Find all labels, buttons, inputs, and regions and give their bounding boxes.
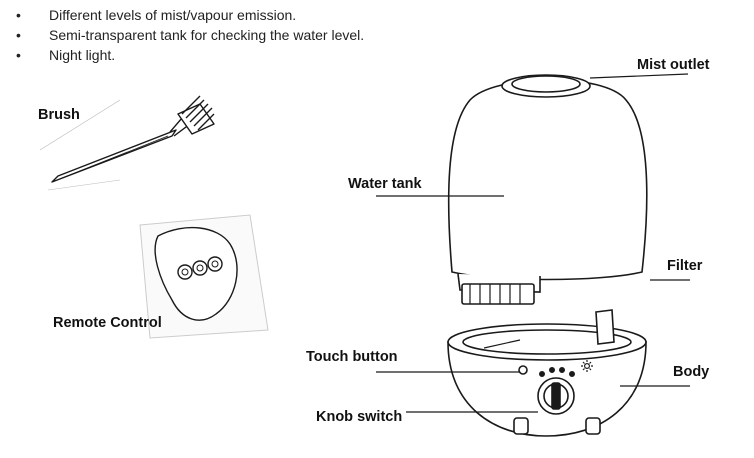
touch-button-graphic xyxy=(518,365,528,375)
knob-grip xyxy=(551,382,561,410)
knob-indicator-dot xyxy=(548,366,555,373)
bullet-dot: • xyxy=(16,7,21,23)
leader-mist-outlet xyxy=(589,73,689,79)
remote-button-left-inner xyxy=(181,268,189,276)
knob-indicator-dot xyxy=(568,370,575,377)
body-inner-channel xyxy=(483,339,521,349)
brush-shadow xyxy=(39,99,121,191)
remote-control-illustration xyxy=(139,214,269,339)
label-filter: Filter xyxy=(667,258,703,274)
feature-list: • Different levels of mist/vapour emissio… xyxy=(16,5,364,65)
sun-icon xyxy=(581,360,593,372)
filter-housing xyxy=(461,283,535,305)
brush-head xyxy=(177,103,215,135)
label-mist-outlet: Mist outlet xyxy=(637,57,710,73)
knob-indicator-dot xyxy=(538,370,545,377)
remote-button-right-inner xyxy=(211,260,219,268)
body-rim-inner xyxy=(462,329,632,355)
brush-grip-line xyxy=(61,135,169,179)
bullet-dot: • xyxy=(16,27,21,43)
label-water-tank: Water tank xyxy=(348,176,422,192)
body-foot-right xyxy=(585,417,601,435)
filter-ribs xyxy=(469,284,521,304)
body-illustration xyxy=(447,309,647,437)
water-tank-illustration xyxy=(447,74,648,305)
feature-item: • Night light. xyxy=(16,45,364,65)
label-touch-button: Touch button xyxy=(306,349,398,365)
feature-item: • Different levels of mist/vapour emissio… xyxy=(16,5,364,25)
feature-text: Different levels of mist/vapour emission… xyxy=(49,7,297,23)
body-foot-left xyxy=(513,417,529,435)
label-brush: Brush xyxy=(38,107,80,123)
remote-button-middle-inner xyxy=(196,264,204,272)
leader-lines xyxy=(376,73,690,413)
body-float-tab xyxy=(595,309,615,345)
bullet-dot: • xyxy=(16,47,21,63)
brush-illustration xyxy=(39,95,215,191)
label-knob-switch: Knob switch xyxy=(316,409,403,425)
label-remote-control: Remote Control xyxy=(53,315,162,331)
mist-outlet-cap xyxy=(511,75,581,93)
brush-handle xyxy=(51,129,177,183)
feature-text: Semi-transparent tank for checking the w… xyxy=(49,27,365,43)
label-body: Body xyxy=(673,364,710,380)
brush-bristles xyxy=(181,95,215,131)
knob-indicator-dot xyxy=(558,366,565,373)
tank-shell xyxy=(447,78,648,281)
feature-item: • Semi-transparent tank for checking the … xyxy=(16,25,364,45)
feature-text: Night light. xyxy=(49,47,116,63)
